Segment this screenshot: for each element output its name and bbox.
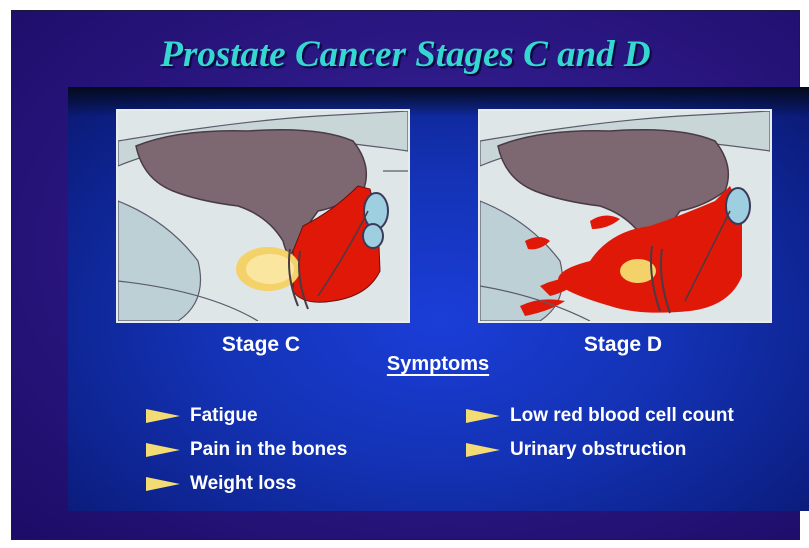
slide: Prostate Cancer Stages C and D [11,10,800,540]
arrow-bullet-icon [146,477,180,491]
symptom-item: Fatigue [146,405,258,427]
symptom-text: Weight loss [190,473,296,494]
symptoms-heading: Symptoms [368,353,508,376]
anatomy-photo: Stage C Stage D Symptoms Fatigue Pain in… [68,87,809,511]
symptom-item: Weight loss [146,473,296,495]
stage-c-illustration [116,109,410,323]
arrow-bullet-icon [146,409,180,423]
stage-c-diagram [118,111,408,321]
arrow-bullet-icon [146,443,180,457]
stage-d-diagram [480,111,770,321]
symptom-item: Pain in the bones [146,439,347,461]
stage-c-label: Stage C [186,333,336,357]
symptom-text: Urinary obstruction [510,439,686,460]
stage-d-illustration [478,109,772,323]
arrow-bullet-icon [466,409,500,423]
stage-d-label: Stage D [548,333,698,357]
symptom-item: Urinary obstruction [466,439,686,461]
arrow-bullet-icon [466,443,500,457]
symptom-text: Fatigue [190,405,258,426]
slide-title: Prostate Cancer Stages C and D [12,33,799,76]
symptom-item: Low red blood cell count [466,405,734,427]
symptom-text: Pain in the bones [190,439,347,460]
symptom-text: Low red blood cell count [510,405,734,426]
